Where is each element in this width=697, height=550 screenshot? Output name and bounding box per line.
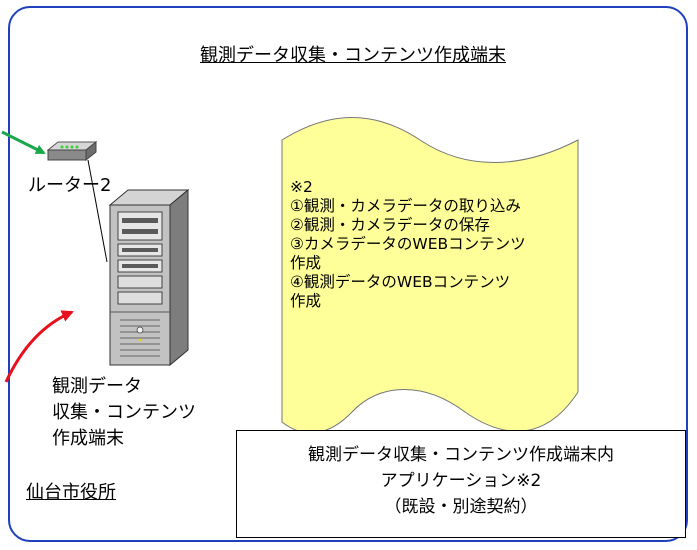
- server-label-line: 収集・コンテンツ: [52, 402, 196, 423]
- green-arrow: [1, 130, 46, 155]
- router-server-cable: [87, 159, 108, 263]
- location-label: 仙台市役所: [26, 482, 116, 503]
- router-label: ルーター2: [28, 175, 112, 196]
- note-document-shape: [281, 117, 579, 434]
- application-box: 観測データ収集・コンテンツ作成端末内 アプリケーション※2 （既設・別途契約）: [236, 430, 686, 538]
- note-line: ④観測データのWEBコンテンツ: [290, 273, 511, 291]
- note-line: ③カメラデータのWEBコンテンツ: [290, 235, 526, 253]
- application-box-line: アプリケーション※2: [380, 471, 542, 491]
- server-icon: [108, 188, 190, 367]
- note-line: ②観測・カメラデータの保存: [290, 216, 490, 234]
- application-box-line: 観測データ収集・コンテンツ作成端末内: [308, 445, 614, 465]
- note-line: 作成: [290, 254, 322, 272]
- site-frame: [8, 6, 688, 542]
- note-line: 作成: [290, 292, 322, 310]
- note-text: ※2 ①観測・カメラデータの取り込み ②観測・カメラデータの保存 ③カメラデータ…: [290, 178, 526, 311]
- application-box-line: （既設・別途契約）: [384, 497, 538, 517]
- server-label: 観測データ 収集・コンテンツ 作成端末: [52, 374, 196, 452]
- red-arrow: [4, 310, 74, 383]
- server-label-line: 観測データ: [52, 376, 142, 397]
- note-line: ①観測・カメラデータの取り込み: [290, 197, 521, 215]
- router-icon: [46, 140, 98, 162]
- note-line: ※2: [290, 178, 313, 196]
- diagram-title: 観測データ収集・コンテンツ作成端末: [200, 45, 506, 66]
- server-label-line: 作成端末: [52, 428, 124, 449]
